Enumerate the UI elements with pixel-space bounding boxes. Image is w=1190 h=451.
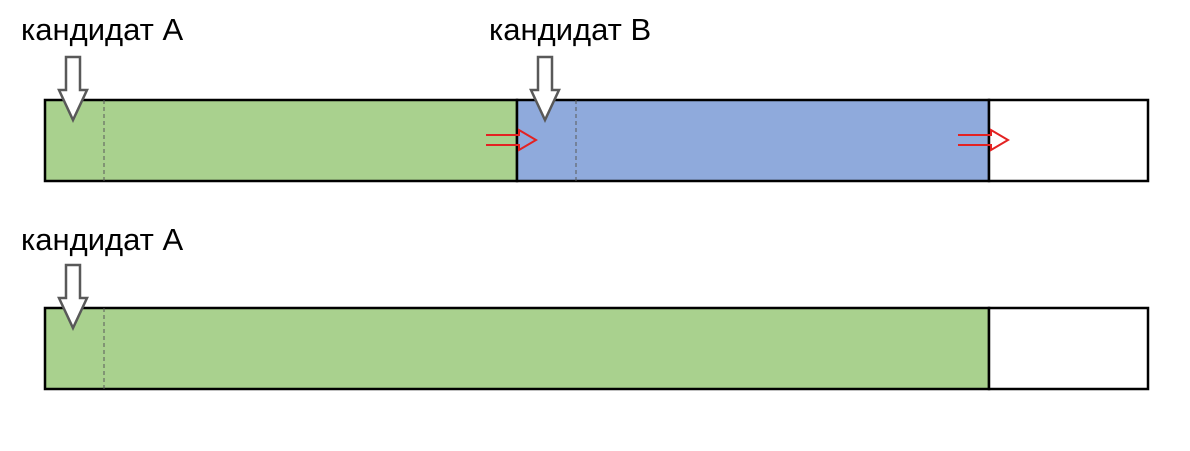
shift-arrow-b-to-free-icon bbox=[958, 128, 1010, 152]
candidate-a-pointer-arrow-icon bbox=[57, 263, 89, 331]
free-space-segment bbox=[987, 306, 1150, 391]
top-row: кандидат А кандидат В bbox=[21, 12, 1150, 183]
candidate-a-label: кандидат А bbox=[21, 222, 183, 257]
candidate-a-label: кандидат А bbox=[21, 12, 183, 47]
bottom-row: кандидат А bbox=[21, 222, 1150, 391]
candidate-a-pointer-arrow-icon bbox=[57, 55, 89, 123]
candidate-b-segment bbox=[515, 98, 991, 183]
candidate-b-label: кандидат В bbox=[489, 12, 651, 47]
shift-arrow-a-to-b-icon bbox=[486, 128, 538, 152]
candidate-a-segment bbox=[43, 306, 991, 391]
candidate-a-segment bbox=[43, 98, 519, 183]
candidate-b-pointer-arrow-icon bbox=[529, 55, 561, 123]
free-space-segment bbox=[987, 98, 1150, 183]
